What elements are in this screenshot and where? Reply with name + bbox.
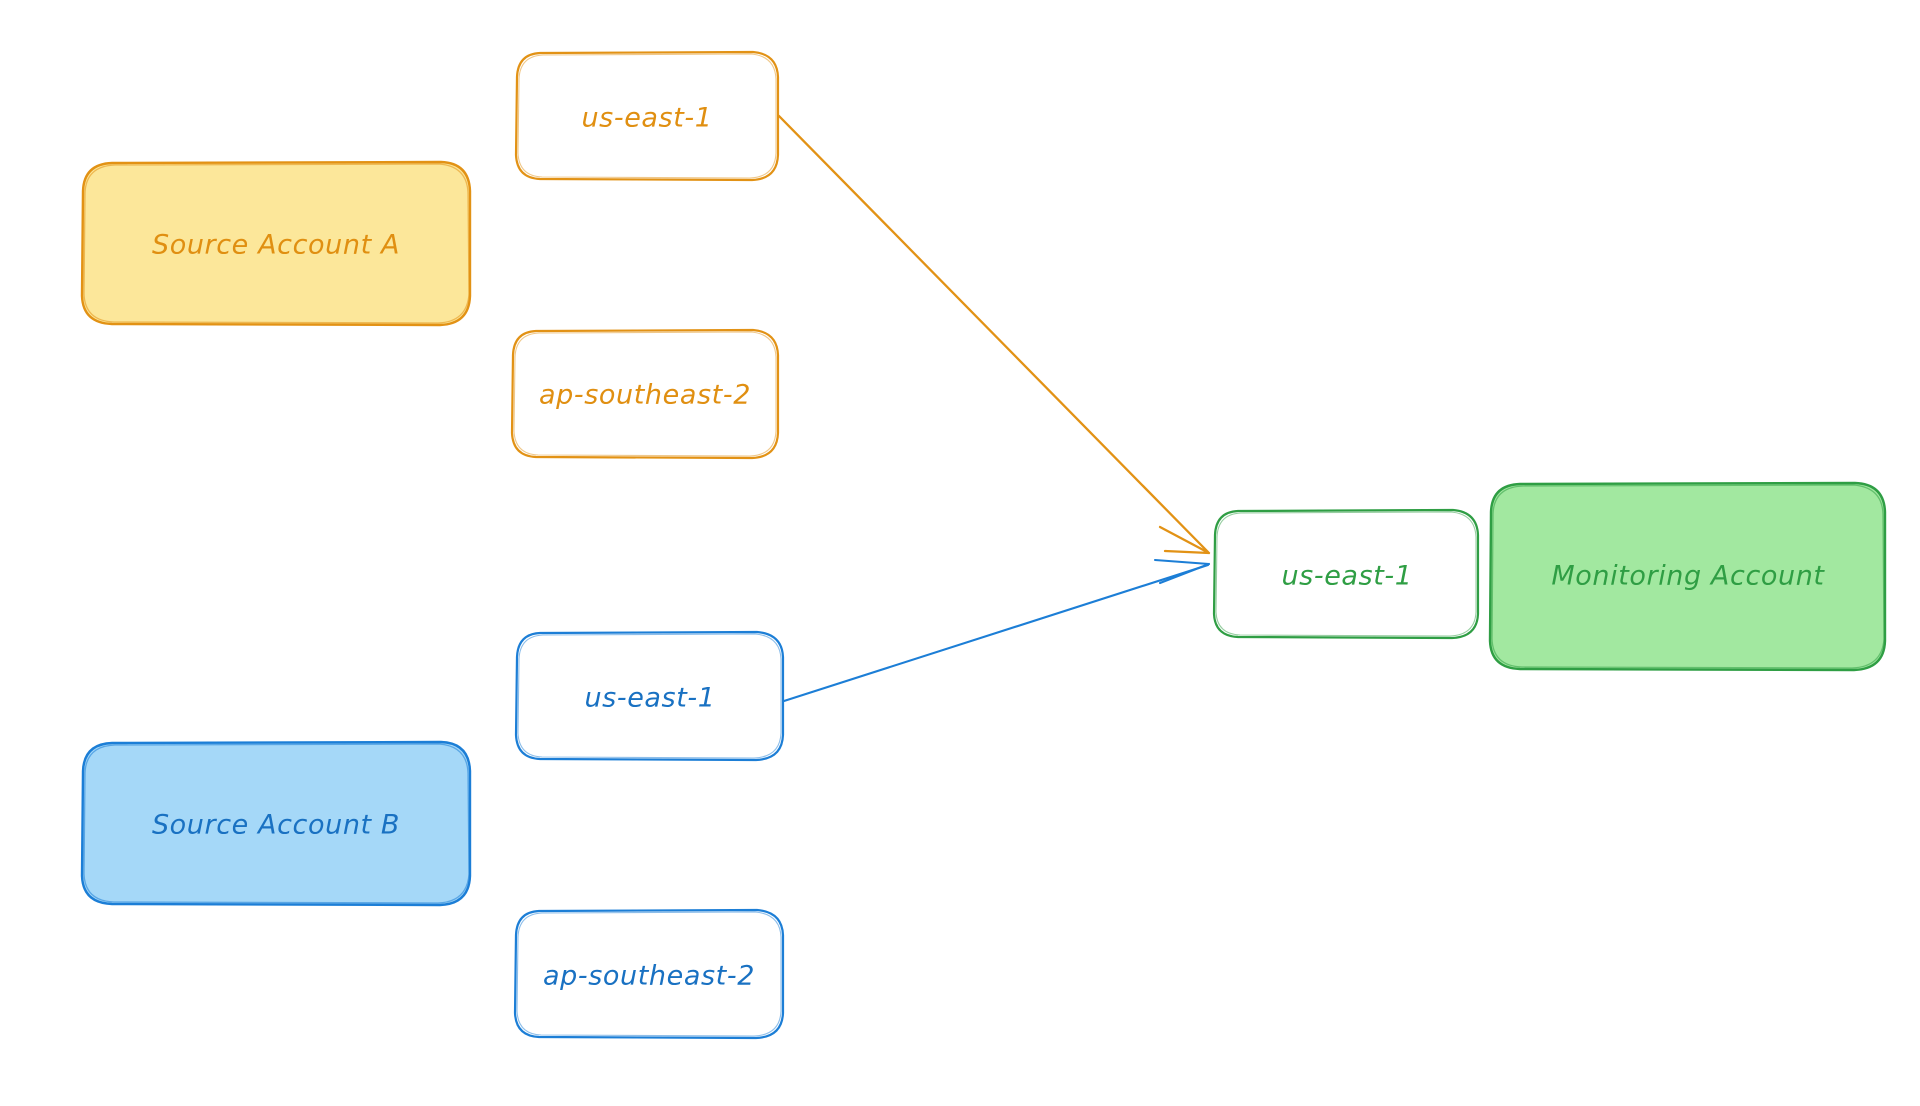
b-ap-southeast-2-shape-sketch <box>516 911 782 1037</box>
node-source-account-b[interactable]: Source Account B <box>80 740 472 907</box>
node-monitoring-account[interactable]: Monitoring Account <box>1488 481 1887 672</box>
connection-b-to-monitoring-arrowhead <box>1153 558 1211 585</box>
node-m-us-east-1[interactable]: us-east-1 <box>1212 508 1480 640</box>
b-ap-southeast-2-label: ap-southeast-2 <box>543 961 755 992</box>
source-account-a-shape <box>80 160 472 327</box>
a-us-east-1-shape <box>514 50 780 182</box>
connection-b-to-monitoring <box>782 558 1211 703</box>
source-account-b-shape-sketch <box>83 743 470 904</box>
b-ap-southeast-2-shape <box>513 908 785 1040</box>
node-source-account-a[interactable]: Source Account A <box>80 160 472 327</box>
a-us-east-1-shape-sketch <box>517 53 777 179</box>
connection-a-to-monitoring-arrowhead <box>1158 525 1211 555</box>
a-ap-southeast-2-label: ap-southeast-2 <box>539 380 751 411</box>
monitoring-account-label: Monitoring Account <box>1551 561 1825 592</box>
node-a-us-east-1[interactable]: us-east-1 <box>514 50 780 182</box>
b-us-east-1-shape <box>514 630 785 762</box>
connection-a-to-monitoring <box>777 114 1211 555</box>
node-a-ap-southeast-2[interactable]: ap-southeast-2 <box>510 328 780 460</box>
a-ap-southeast-2-shape-sketch <box>513 331 777 457</box>
source-account-a-shape-sketch <box>83 163 470 324</box>
source-account-b-label: Source Account B <box>152 810 400 841</box>
connection-a-to-monitoring-line <box>777 114 1210 554</box>
source-account-a-label: Source Account A <box>152 230 400 261</box>
a-us-east-1-label: us-east-1 <box>581 103 712 134</box>
m-us-east-1-label: us-east-1 <box>1281 561 1412 592</box>
a-ap-southeast-2-shape <box>510 328 780 460</box>
node-b-ap-southeast-2[interactable]: ap-southeast-2 <box>513 908 785 1040</box>
m-us-east-1-shape-sketch <box>1215 511 1477 637</box>
node-b-us-east-1[interactable]: us-east-1 <box>514 630 785 762</box>
connection-b-to-monitoring-line <box>782 563 1210 703</box>
monitoring-account-shape <box>1488 481 1887 672</box>
source-account-b-shape <box>80 740 472 907</box>
monitoring-account-shape-sketch <box>1491 484 1885 669</box>
b-us-east-1-shape-sketch <box>517 633 782 759</box>
m-us-east-1-shape <box>1212 508 1480 640</box>
b-us-east-1-label: us-east-1 <box>584 683 715 714</box>
